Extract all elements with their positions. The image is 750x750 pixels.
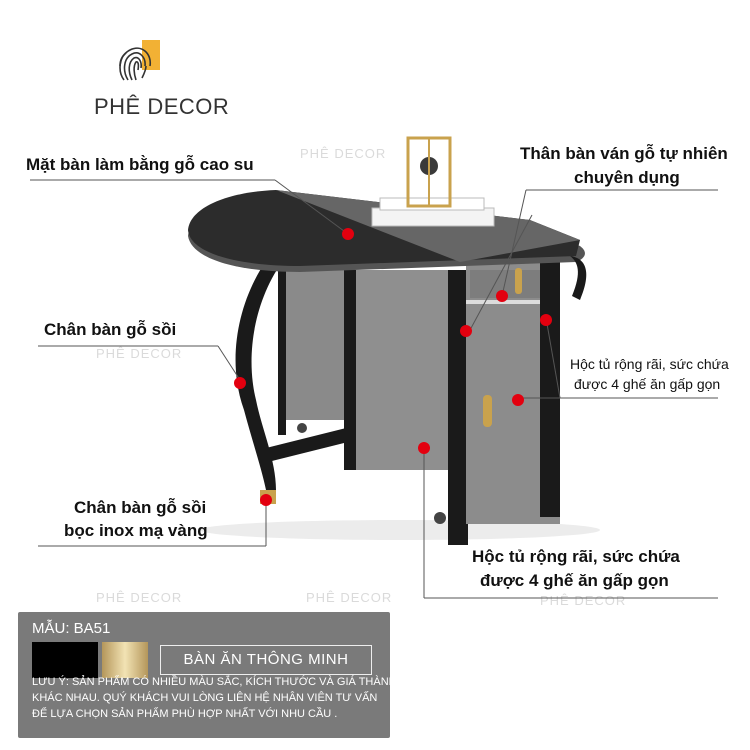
callout-gold-leg-line2: bọc inox mạ vàng: [64, 521, 208, 540]
leader-line: [217, 345, 241, 381]
callout-gold-leg-line1: Chân bàn gỗ sồi: [74, 498, 207, 517]
product-info-panel: MẪU: BA51 BÀN ĂN THÔNG MINH LƯU Ý: SẢN P…: [18, 612, 397, 738]
callout-marker: [496, 290, 508, 302]
model-label: MẪU: BA51: [32, 620, 111, 637]
callout-body-line1: Thân bàn ván gỗ tự nhiên: [520, 144, 728, 163]
leader-line: [469, 214, 533, 331]
leader-line: [545, 317, 561, 399]
callout-body-line2: chuyên dụng: [574, 168, 680, 187]
watermark-text: PHÊ DECOR: [96, 590, 183, 605]
note-line: KHÁC NHAU. QUÝ KHÁCH VUI LÒNG LIÊN HỆ NH…: [32, 692, 378, 704]
note-line: LƯU Ý: SẢN PHẨM CÓ NHIỀU MÀU SẮC, KÍCH T…: [32, 676, 397, 688]
side-panel: [280, 270, 350, 420]
callout-marker: [512, 394, 524, 406]
note-text: LƯU Ý: SẢN PHẨM CÓ NHIỀU MÀU SẮC, KÍCH T…: [32, 674, 397, 722]
note-line: ĐỂ LỰA CHỌN SẢN PHẨM PHÙ HỢP NHẤT VỚI NH…: [32, 708, 338, 720]
callout-marker: [540, 314, 552, 326]
frame-post: [344, 270, 356, 470]
callout-tabletop: Mặt bàn làm bằng gỗ cao su: [26, 155, 254, 174]
watermark-text: PHÊ DECOR: [306, 590, 393, 605]
callout-storage-line2: được 4 ghế ăn gấp gọn: [480, 571, 669, 590]
color-swatch-black: [32, 642, 98, 678]
frame-post: [448, 270, 468, 545]
callout-storage-line1: Hộc tủ rộng rãi, sức chứa: [472, 547, 680, 566]
callout-marker: [460, 325, 472, 337]
book-stack: [371, 207, 495, 227]
callout-marker: [342, 228, 354, 240]
caster-wheel: [434, 512, 446, 524]
callout-marker: [260, 494, 272, 506]
book-stack: [379, 197, 485, 211]
leader-line: [501, 189, 527, 297]
color-swatch-gold: [102, 642, 148, 678]
center-panel: [355, 270, 455, 470]
drawer-handle: [515, 268, 522, 294]
cabinet-seam: [466, 300, 560, 304]
foot-bar: [258, 426, 355, 464]
watermark-text: PHÊ DECOR: [540, 593, 627, 608]
brand-name: PHÊ DECOR: [94, 94, 230, 119]
callout-cabinet-line1: Hộc tủ rộng rãi, sức chứa: [570, 356, 729, 372]
callout-cabinet-line2: được 4 ghế ăn gấp gọn: [574, 376, 721, 392]
frame-post: [278, 270, 286, 435]
curved-leg: [235, 258, 282, 490]
watermark-text: PHÊ DECOR: [96, 346, 183, 361]
floor-shadow: [200, 520, 600, 540]
caster-wheel: [297, 423, 307, 433]
fingerprint-icon: [112, 40, 160, 88]
callout-marker: [234, 377, 246, 389]
callout-oak-leg: Chân bàn gỗ sồi: [44, 320, 177, 339]
callout-marker: [418, 442, 430, 454]
cabinet-leg: [540, 262, 560, 517]
leader-line: [274, 179, 349, 235]
product-name: BÀN ĂN THÔNG MINH: [160, 645, 372, 675]
door-handle: [483, 395, 492, 427]
watermark-text: PHÊ DECOR: [300, 146, 387, 161]
side-leaf: [570, 256, 587, 300]
